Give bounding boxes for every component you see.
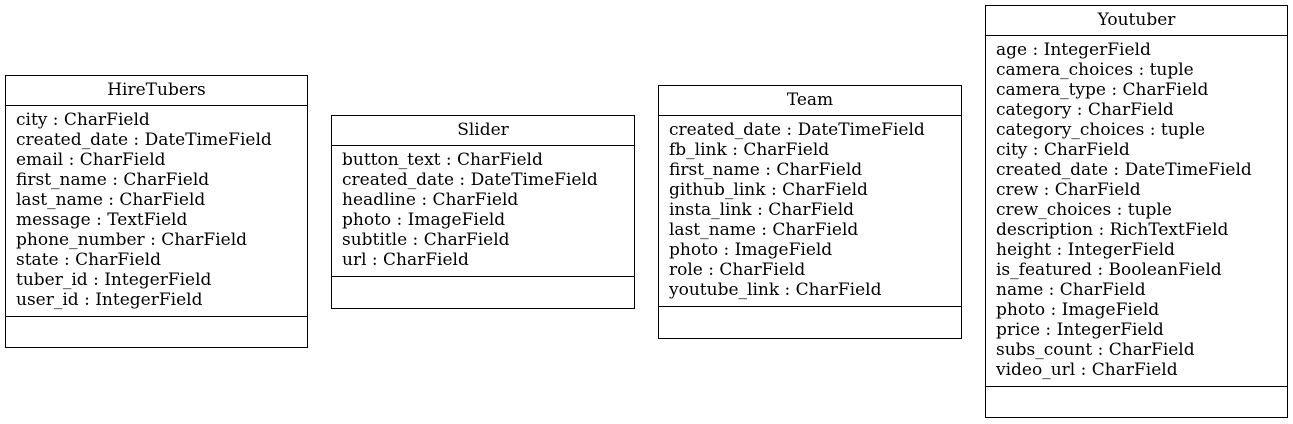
attribute: phone_number : CharField: [16, 230, 248, 250]
attribute: crew_choices : tuple: [996, 200, 1172, 220]
attribute: first_name : CharField: [16, 170, 210, 190]
attribute: created_date : DateTimeField: [996, 160, 1252, 180]
attribute: created_date : DateTimeField: [342, 170, 598, 190]
attribute: url : CharField: [342, 250, 469, 270]
attribute: message : TextField: [16, 210, 188, 230]
class-box-team: Team created_date : DateTimeField fb_lin…: [658, 85, 962, 339]
attribute-compartment: city : CharField created_date : DateTime…: [6, 106, 307, 317]
attribute: city : CharField: [16, 110, 150, 130]
attribute: photo : ImageField: [342, 210, 506, 230]
attribute: subs_count : CharField: [996, 340, 1195, 360]
attribute: subtitle : CharField: [342, 230, 510, 250]
attribute: created_date : DateTimeField: [669, 120, 925, 140]
attribute: created_date : DateTimeField: [16, 130, 272, 150]
attribute: camera_choices : tuple: [996, 60, 1194, 80]
method-compartment: [986, 387, 1287, 417]
attribute: button_text : CharField: [342, 150, 543, 170]
attribute: price : IntegerField: [996, 320, 1164, 340]
class-box-hiretubers: HireTubers city : CharField created_date…: [5, 75, 308, 348]
attribute: photo : ImageField: [996, 300, 1160, 320]
attribute-compartment: created_date : DateTimeField fb_link : C…: [659, 116, 961, 307]
attribute: last_name : CharField: [16, 190, 206, 210]
attribute: city : CharField: [996, 140, 1130, 160]
attribute: video_url : CharField: [996, 360, 1178, 380]
attribute: state : CharField: [16, 250, 161, 270]
method-compartment: [332, 277, 634, 308]
attribute-compartment: button_text : CharField created_date : D…: [332, 146, 634, 277]
attribute: user_id : IntegerField: [16, 290, 203, 310]
attribute-compartment: age : IntegerField camera_choices : tupl…: [986, 36, 1287, 387]
attribute: height : IntegerField: [996, 240, 1175, 260]
attribute: photo : ImageField: [669, 240, 833, 260]
attribute: category : CharField: [996, 100, 1174, 120]
attribute: tuber_id : IntegerField: [16, 270, 212, 290]
class-name: Youtuber: [986, 6, 1287, 36]
attribute: last_name : CharField: [669, 220, 859, 240]
attribute: headline : CharField: [342, 190, 519, 210]
attribute: insta_link : CharField: [669, 200, 855, 220]
attribute: description : RichTextField: [996, 220, 1229, 240]
attribute: age : IntegerField: [996, 40, 1151, 60]
attribute: camera_type : CharField: [996, 80, 1209, 100]
attribute: youtube_link : CharField: [669, 280, 882, 300]
attribute: fb_link : CharField: [669, 140, 830, 160]
attribute: role : CharField: [669, 260, 806, 280]
attribute: github_link : CharField: [669, 180, 868, 200]
class-name: Team: [659, 86, 961, 116]
method-compartment: [659, 307, 961, 338]
class-name: Slider: [332, 116, 634, 146]
attribute: is_featured : BooleanField: [996, 260, 1222, 280]
class-box-slider: Slider button_text : CharField created_d…: [331, 115, 635, 309]
attribute: email : CharField: [16, 150, 166, 170]
class-name: HireTubers: [6, 76, 307, 106]
attribute: first_name : CharField: [669, 160, 863, 180]
attribute: category_choices : tuple: [996, 120, 1206, 140]
attribute: crew : CharField: [996, 180, 1141, 200]
method-compartment: [6, 317, 307, 347]
attribute: name : CharField: [996, 280, 1146, 300]
class-box-youtuber: Youtuber age : IntegerField camera_choic…: [985, 5, 1288, 418]
